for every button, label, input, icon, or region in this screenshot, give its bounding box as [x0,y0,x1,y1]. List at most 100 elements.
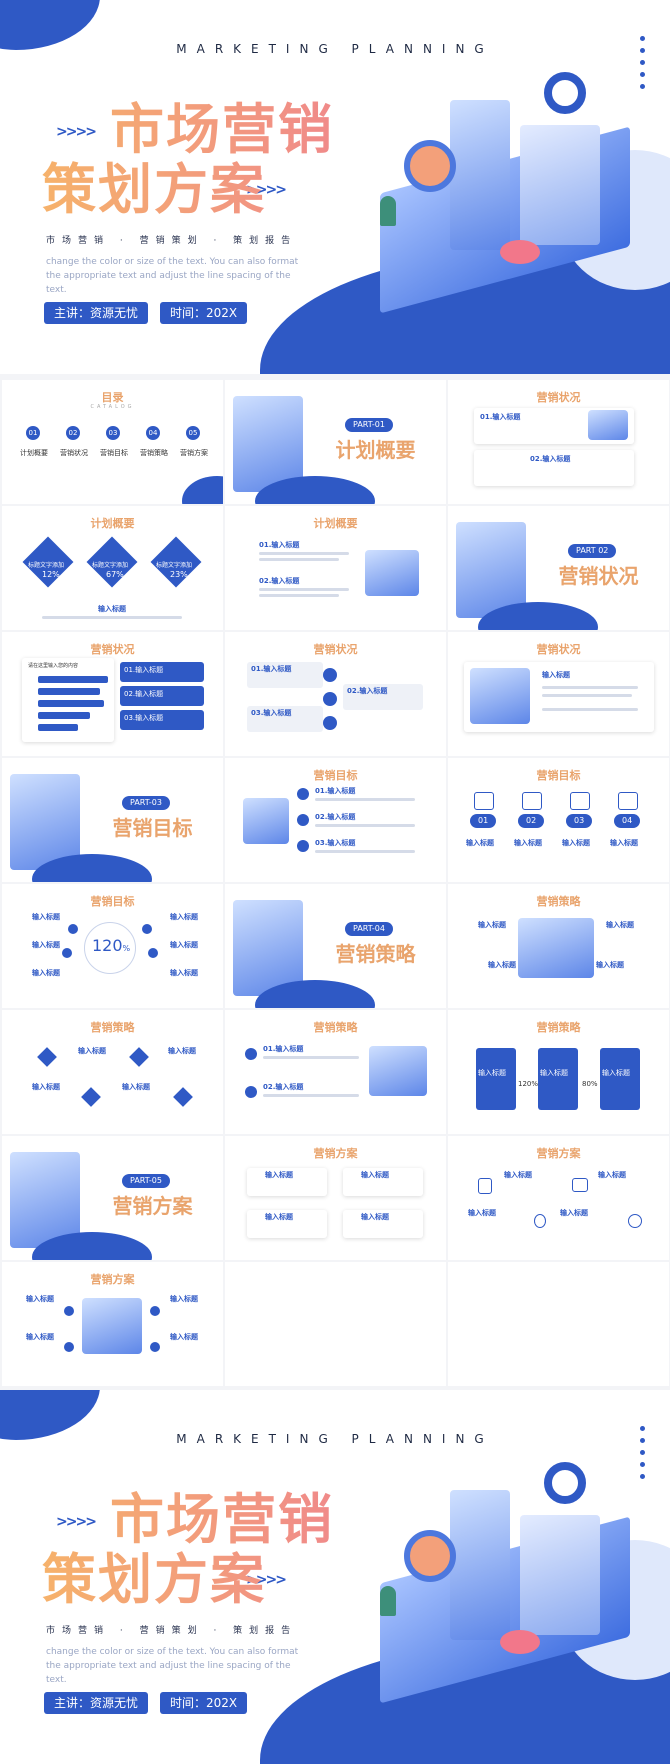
part-badge: PART-04 [345,922,393,936]
plan-label: 输入标题 [26,1295,54,1303]
list-card [120,686,204,706]
thumb-part-01[interactable]: PART-01 计划概要 [225,380,446,504]
thumb-part-05[interactable]: PART-05 营销方案 [2,1136,223,1260]
strategy-label: 输入标题 [122,1083,150,1091]
step-box [247,706,323,732]
thumb-strategy-diamonds[interactable]: 营销策略 输入标题 输入标题 输入标题 输入标题 [2,1010,223,1134]
diamond-label: 标题文字添加 [156,562,193,569]
cover-header: MARKETING PLANNING [176,1432,494,1446]
thumb-empty [225,1262,446,1386]
dot-column [640,1426,645,1486]
arrow-decoration-2: >>>> [246,182,287,198]
cover-note: change the color or size of the text. Yo… [46,257,299,295]
thumb-goal-list[interactable]: 营销目标 01.输入标题 02.输入标题 03.输入标题 [225,758,446,882]
thumb-title: 营销目标 [536,769,581,782]
num-dot [64,1342,74,1352]
catalog-num: 01 [26,426,40,440]
thumb-illustration [233,900,303,996]
diamond-pct: 12% [42,570,60,579]
speaker-badge: 主讲：资源无忧 [44,1692,149,1714]
cover-note: change the color or size of the text. Yo… [46,1647,299,1685]
center-number: 120 [92,936,123,955]
speaker-badge: 主讲：资源无忧 [44,302,149,324]
pct-label: 80% [582,1080,598,1088]
diamond-label: 标题文字添加 [28,562,65,569]
thumb-illustration [470,668,530,724]
thumb-goal-icons[interactable]: 营销目标 01 02 03 04 输入标题 输入标题 输入标题 输入标题 [448,758,669,882]
num-dot [64,1306,74,1316]
thumb-title: 营销目标 [90,895,135,908]
arrow-card-label: 输入标题 [602,1069,630,1077]
thumb-part-03[interactable]: PART-03 营销目标 [2,758,223,882]
step-label: 02.输入标题 [347,687,388,695]
thumb-status-feature[interactable]: 营销状况 输入标题 [448,632,669,756]
text-line [259,594,339,597]
strategy-label: 输入标题 [78,1047,106,1055]
strategy-label: 输入标题 [168,1047,196,1055]
thumb-part-04[interactable]: PART-04 营销策略 [225,884,446,1008]
list-icon [522,792,542,810]
num-dot [150,1342,160,1352]
text-line [259,558,339,561]
thumb-overview-list[interactable]: 计划概要 01.输入标题 02.输入标题 [225,506,446,630]
thumb-status-cards[interactable]: 营销状况 01.输入标题 02.输入标题 [448,380,669,504]
thumb-goal-center[interactable]: 营销目标 120% 输入标题 输入标题 输入标题 输入标题 输入标题 输入标题 [2,884,223,1008]
document-icon [478,1178,492,1194]
plan-label: 输入标题 [504,1171,532,1179]
goal-label: 输入标题 [32,941,60,949]
thumb-catalog[interactable]: 目录 CATALOG 01 02 03 04 05 计划概要 营销状况 营销目标… [2,380,223,504]
thumb-plan-center[interactable]: 营销方案 输入标题 输入标题 输入标题 输入标题 [2,1262,223,1386]
plan-label: 输入标题 [170,1295,198,1303]
list-icon [297,788,309,800]
catalog-label: 计划概要 [20,449,48,457]
cover-title-line2: 策划方案 [42,1548,266,1611]
num-dot [150,1306,160,1316]
arrow-card-label: 输入标题 [478,1069,506,1077]
small-icon [142,924,152,934]
list-label: 02.输入标题 [259,577,300,585]
thumb-title: 计划概要 [313,517,358,530]
num-badge: 02 [518,814,545,828]
thumb-illustration [456,522,526,618]
plan-label: 输入标题 [265,1213,293,1221]
thumb-status-steps[interactable]: 营销状况 01.输入标题 02.输入标题 03.输入标题 [225,632,446,756]
thumb-plan-cards[interactable]: 营销方案 输入标题 输入标题 输入标题 输入标题 [225,1136,446,1260]
thumb-title: 目录 [101,391,124,404]
isometric-panel [450,100,510,250]
plan-label: 输入标题 [26,1333,54,1341]
plan-label: 输入标题 [361,1213,389,1221]
chart-caption: 请在这里输入您的内容 [28,663,79,669]
list-icon [245,1048,257,1060]
thumb-strategy-illu[interactable]: 营销策略 输入标题 输入标题 输入标题 输入标题 [448,884,669,1008]
thumb-status-chart[interactable]: 营销状况 请在这里输入您的内容 01.输入标题 02.输入标题 03.输入标题 [2,632,223,756]
part-badge: PART-03 [122,796,170,810]
image-icon [618,792,638,810]
thumb-illustration [369,1046,427,1096]
catalog-num: 02 [66,426,80,440]
diamond-pct: 67% [106,570,124,579]
thumb-title: 营销策略 [313,1021,358,1034]
thumb-plan-icons[interactable]: 营销方案 输入标题 输入标题 输入标题 输入标题 [448,1136,669,1260]
thumb-part-02[interactable]: PART 02 营销状况 [448,506,669,630]
plant-icon [380,196,396,226]
part-badge: PART-05 [122,1174,170,1188]
list-card-label: 03.输入标题 [124,714,164,722]
text-line [259,552,349,555]
thumb-strategy-list[interactable]: 营销策略 01.输入标题 02.输入标题 [225,1010,446,1134]
thumb-diamonds[interactable]: 计划概要 标题文字添加 标题文字添加 标题文字添加 12% 67% 23% 输入… [2,506,223,630]
thumb-title: 营销状况 [313,643,358,656]
plan-label: 输入标题 [598,1171,626,1179]
hourglass-icon [323,716,337,730]
thumb-strategy-arrows[interactable]: 营销策略 输入标题 输入标题 输入标题 120% 80% [448,1010,669,1134]
thumb-empty [448,1262,669,1386]
cover-slide-bottom: MARKETING PLANNING >>>> >>>> 市场营销 策划方案 市… [0,1390,670,1764]
step-box [247,662,323,688]
diamond-icon [37,1047,57,1067]
corner-blob [182,476,223,504]
thumb-title: 营销方案 [536,1147,581,1160]
part-title: 营销方案 [112,1194,193,1218]
catalog-label: 营销策略 [140,449,168,457]
strategy-label: 输入标题 [596,961,624,969]
text-line [315,850,415,853]
thumb-illustration [365,550,419,596]
